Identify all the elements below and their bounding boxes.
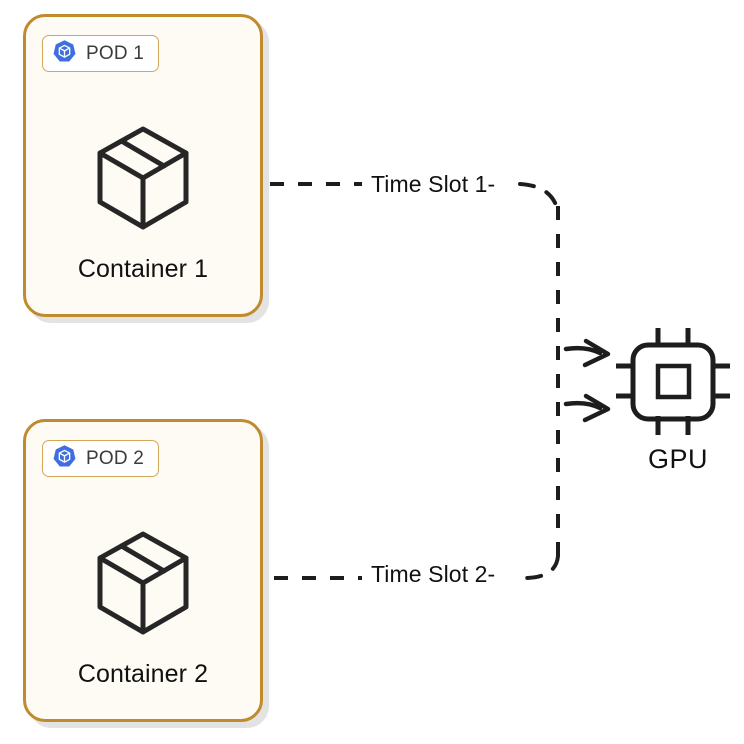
container-box-icon xyxy=(93,530,193,642)
pod-badge-label: POD 1 xyxy=(86,42,145,64)
edge-elbow-slot2 xyxy=(522,554,560,580)
kubernetes-icon xyxy=(52,39,77,69)
kubernetes-icon xyxy=(52,444,77,474)
container-label: Container 2 xyxy=(77,660,209,688)
pod-badge-1[interactable]: POD 1 xyxy=(42,35,160,72)
container-box-icon xyxy=(93,125,193,237)
gpu-chip-icon[interactable] xyxy=(612,326,744,443)
pod-card-2[interactable]: POD 2 Container 2 xyxy=(23,419,263,722)
pod-badge-label: POD 2 xyxy=(86,447,145,469)
gpu-inbound-arrow-2 xyxy=(563,393,611,423)
pod-badge-2[interactable]: POD 2 xyxy=(42,440,160,477)
edge-label-time-slot-2: Time Slot 2- xyxy=(366,561,501,588)
gpu-label: GPU xyxy=(647,444,708,474)
edge-elbow-slot1 xyxy=(518,182,560,214)
edge-label-time-slot-1: Time Slot 1- xyxy=(366,171,501,198)
container-label: Container 1 xyxy=(77,255,209,283)
pod-card-1[interactable]: POD 1 Container 1 xyxy=(23,14,263,317)
gpu-inbound-arrow-1 xyxy=(563,338,611,368)
